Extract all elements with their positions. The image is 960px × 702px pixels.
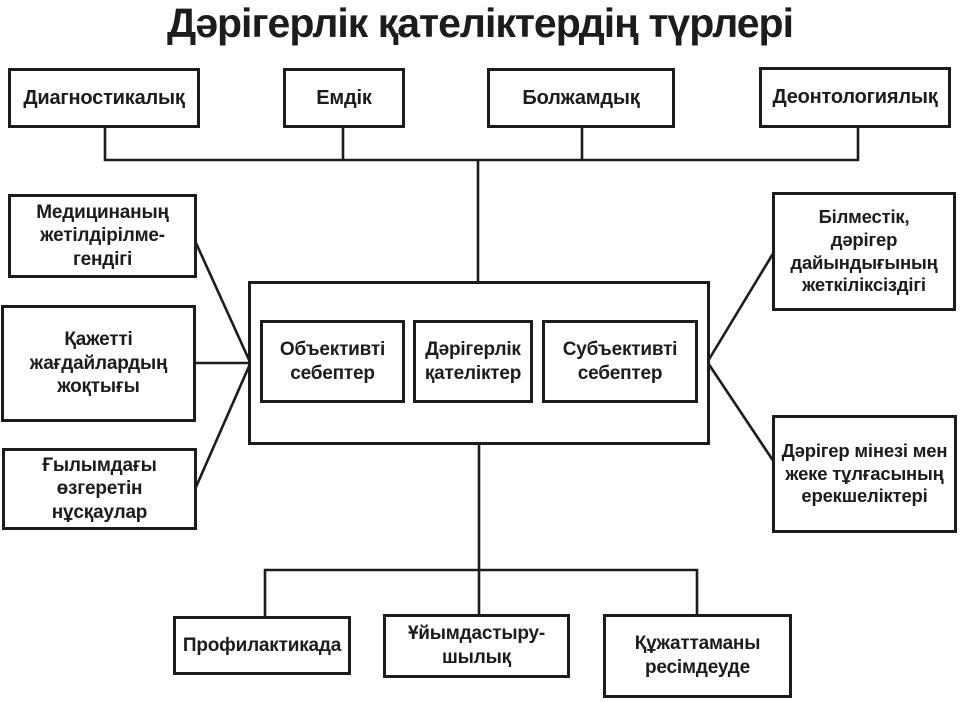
box-doctor-personality: Дәрігер мінезі мен жеке тұлғасының ерекш… — [772, 415, 957, 533]
box-lack-of-conditions: Қажетті жағдайлардың жоқтығы — [1, 305, 196, 422]
box-diagnostic: Диагностикалық — [8, 68, 200, 128]
box-prevention-label: Профилактикада — [182, 634, 342, 656]
diagram-title: Дәрігерлік қателіктердің түрлері — [167, 0, 794, 46]
box-diagnostic-label: Диагностикалық — [23, 86, 185, 109]
box-prognostic: Болжамдық — [487, 68, 675, 128]
connector-ignorance-center — [706, 251, 776, 362]
box-medical-errors: Дәрігерлік қателіктер — [413, 320, 533, 403]
box-deontological-label: Деонтологиялық — [772, 86, 938, 109]
box-subjective-causes-label: Субъективті себептер — [562, 338, 678, 384]
box-subjective-causes: Субъективті себептер — [542, 320, 698, 403]
box-doctor-personality-label: Дәрігер мінезі мен жеке тұлғасының ерекш… — [781, 439, 948, 507]
box-changing-guidelines-label: Ғылымдағы өзгеретін нұсқаулар — [42, 454, 157, 523]
box-prevention: Профилактикада — [173, 616, 351, 675]
box-objective-causes: Объективті себептер — [260, 320, 405, 403]
box-medical-errors-label: Дәрігерлік қателіктер — [424, 338, 522, 384]
box-treatment-label: Емдік — [316, 86, 372, 109]
box-organizational: Ұйымдастыру- шылық — [383, 614, 570, 678]
box-organizational-label: Ұйымдастыру- шылық — [407, 623, 546, 668]
connector-personality-center — [706, 362, 776, 463]
box-objective-causes-label: Объективті себептер — [279, 338, 386, 384]
box-documentation: Құжаттаманы ресімдеуде — [603, 614, 792, 698]
box-treatment: Емдік — [283, 68, 405, 128]
box-changing-guidelines: Ғылымдағы өзгеретін нұсқаулар — [2, 448, 197, 530]
box-prognostic-label: Болжамдық — [522, 86, 640, 109]
box-medicine-imperfection: Медицинаның жетілдірілме- гендігі — [8, 194, 197, 278]
box-medicine-imperfection-label: Медицинаның жетілдірілме- гендігі — [36, 201, 169, 270]
box-deontological: Деонтологиялық — [759, 67, 951, 128]
connector-guidelines-center — [194, 363, 252, 488]
box-ignorance-label: Білместік, дәрігер дайындығының жеткілік… — [790, 205, 938, 296]
box-ignorance: Білместік, дәрігер дайындығының жеткілік… — [772, 192, 956, 311]
box-documentation-label: Құжаттаманы ресімдеуде — [634, 633, 761, 678]
connector-medicine-center — [194, 242, 252, 363]
box-lack-of-conditions-label: Қажетті жағдайлардың жоқтығы — [29, 329, 168, 398]
